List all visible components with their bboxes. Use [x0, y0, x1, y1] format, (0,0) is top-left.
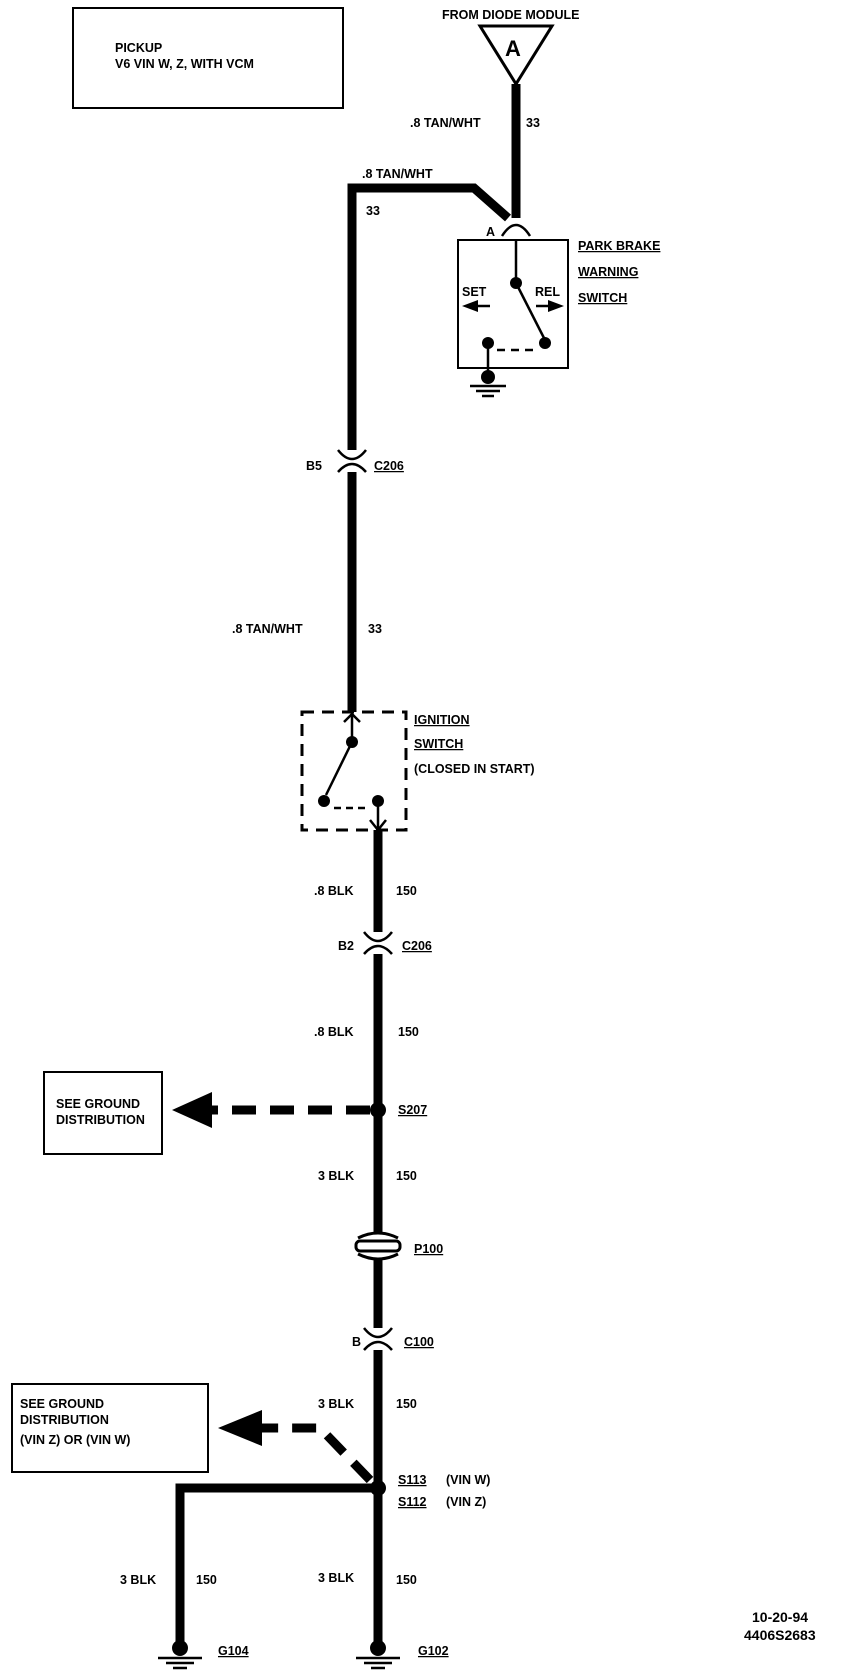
p100-label: P100 — [414, 1242, 443, 1256]
splice-s207: S207 — [172, 1092, 427, 1128]
connector-c100: B C100 — [352, 1327, 434, 1351]
set-arrow-icon — [462, 300, 478, 312]
connector-c206-b5: B5 C206 — [306, 449, 404, 473]
ref2-line-2: DISTRIBUTION — [20, 1413, 109, 1427]
wire5-gauge: .8 BLK — [314, 1025, 354, 1039]
s112-label: S112 — [398, 1495, 427, 1509]
ref1-line-1: SEE GROUND — [56, 1097, 140, 1111]
wire3-gauge: .8 TAN/WHT — [232, 622, 303, 636]
g102-ground-icon — [370, 1640, 386, 1656]
s113-note: (VIN W) — [446, 1473, 490, 1487]
info-line-2: V6 VIN W, Z, WITH VCM — [115, 57, 254, 71]
info-box: PICKUP V6 VIN W, Z, WITH VCM — [72, 7, 344, 109]
footer-date: 10-20-94 — [752, 1609, 808, 1625]
park-brake-connector-icon — [500, 223, 532, 237]
c100-name: C100 — [404, 1335, 434, 1349]
ignition-title-3: (CLOSED IN START) — [414, 762, 535, 776]
ground-g104: G104 — [158, 1640, 249, 1670]
ground-distribution-ref-1: SEE GROUND DISTRIBUTION — [43, 1071, 163, 1155]
wire3-circuit: 33 — [368, 622, 382, 636]
wire4-gauge: .8 BLK — [314, 884, 354, 898]
wire7-circuit: 150 — [396, 1397, 417, 1411]
park-brake-ground-icon — [481, 370, 495, 384]
source-letter: A — [505, 36, 521, 61]
c206b-pin: B2 — [338, 939, 354, 953]
wire-park-brake-to-c206 — [347, 183, 511, 450]
wire9-gauge: 3 BLK — [318, 1571, 354, 1585]
ignition-title-2: SWITCH — [414, 737, 463, 751]
park-brake-title-3: SWITCH — [578, 291, 627, 305]
wire6-circuit: 150 — [396, 1169, 417, 1183]
s207-label: S207 — [398, 1103, 427, 1117]
s112-note: (VIN Z) — [446, 1495, 486, 1509]
ground-distribution-ref-2: SEE GROUND DISTRIBUTION (VIN Z) OR (VIN … — [11, 1383, 374, 1484]
diode-module-source: FROM DIODE MODULE A — [442, 8, 580, 87]
rel-arrow-icon — [548, 300, 564, 312]
g102-label: G102 — [418, 1644, 449, 1658]
g104-ground-icon — [172, 1640, 188, 1656]
park-brake-title-2: WARNING — [578, 265, 638, 279]
park-brake-switch: A SET REL PARK BRAKE WARNING SWITCH — [457, 223, 660, 398]
wire9-circuit: 150 — [396, 1573, 417, 1587]
wire2-circuit: 33 — [366, 204, 380, 218]
wire8-circuit: 150 — [196, 1573, 217, 1587]
connector-c206-b2: B2 C206 — [338, 931, 432, 955]
ref1-line-2: DISTRIBUTION — [56, 1113, 145, 1127]
wire8-gauge: 3 BLK — [120, 1573, 156, 1587]
s207-ref-arrow-icon — [172, 1092, 212, 1128]
g104-label: G104 — [218, 1644, 249, 1658]
wire2-gauge: .8 TAN/WHT — [362, 167, 433, 181]
footer-code: 4406S2683 — [744, 1627, 816, 1643]
set-label: SET — [462, 285, 487, 299]
c206a-name: C206 — [374, 459, 404, 473]
splice-s113-s112: S113 (VIN W) S112 (VIN Z) — [370, 1473, 490, 1509]
s113-ref-arrow-icon — [218, 1410, 262, 1446]
ref2-line-3: (VIN Z) OR (VIN W) — [20, 1433, 130, 1447]
ground-g102: G102 — [356, 1640, 449, 1670]
source-triangle-icon — [477, 24, 555, 87]
park-brake-pin: A — [486, 225, 495, 239]
wire1-circuit: 33 — [526, 116, 540, 130]
wire-splice-to-g104 — [175, 1483, 374, 1648]
ignition-title-1: IGNITION — [414, 713, 470, 727]
c100-pin: B — [352, 1335, 361, 1349]
wire5-circuit: 150 — [398, 1025, 419, 1039]
c206b-name: C206 — [402, 939, 432, 953]
park-brake-title-1: PARK BRAKE — [578, 239, 660, 253]
ignition-switch: IGNITION SWITCH (CLOSED IN START) — [300, 710, 535, 833]
wire4-circuit: 150 — [396, 884, 417, 898]
wire7-gauge: 3 BLK — [318, 1397, 354, 1411]
passthrough-p100: P100 — [354, 1231, 443, 1261]
wire1-gauge: .8 TAN/WHT — [410, 116, 481, 130]
ref2-line-1: SEE GROUND — [20, 1397, 104, 1411]
source-label: FROM DIODE MODULE — [442, 8, 580, 22]
rel-label: REL — [535, 285, 560, 299]
info-line-1: PICKUP — [115, 41, 162, 55]
s113-label: S113 — [398, 1473, 427, 1487]
c206a-pin: B5 — [306, 459, 322, 473]
wire6-gauge: 3 BLK — [318, 1169, 354, 1183]
